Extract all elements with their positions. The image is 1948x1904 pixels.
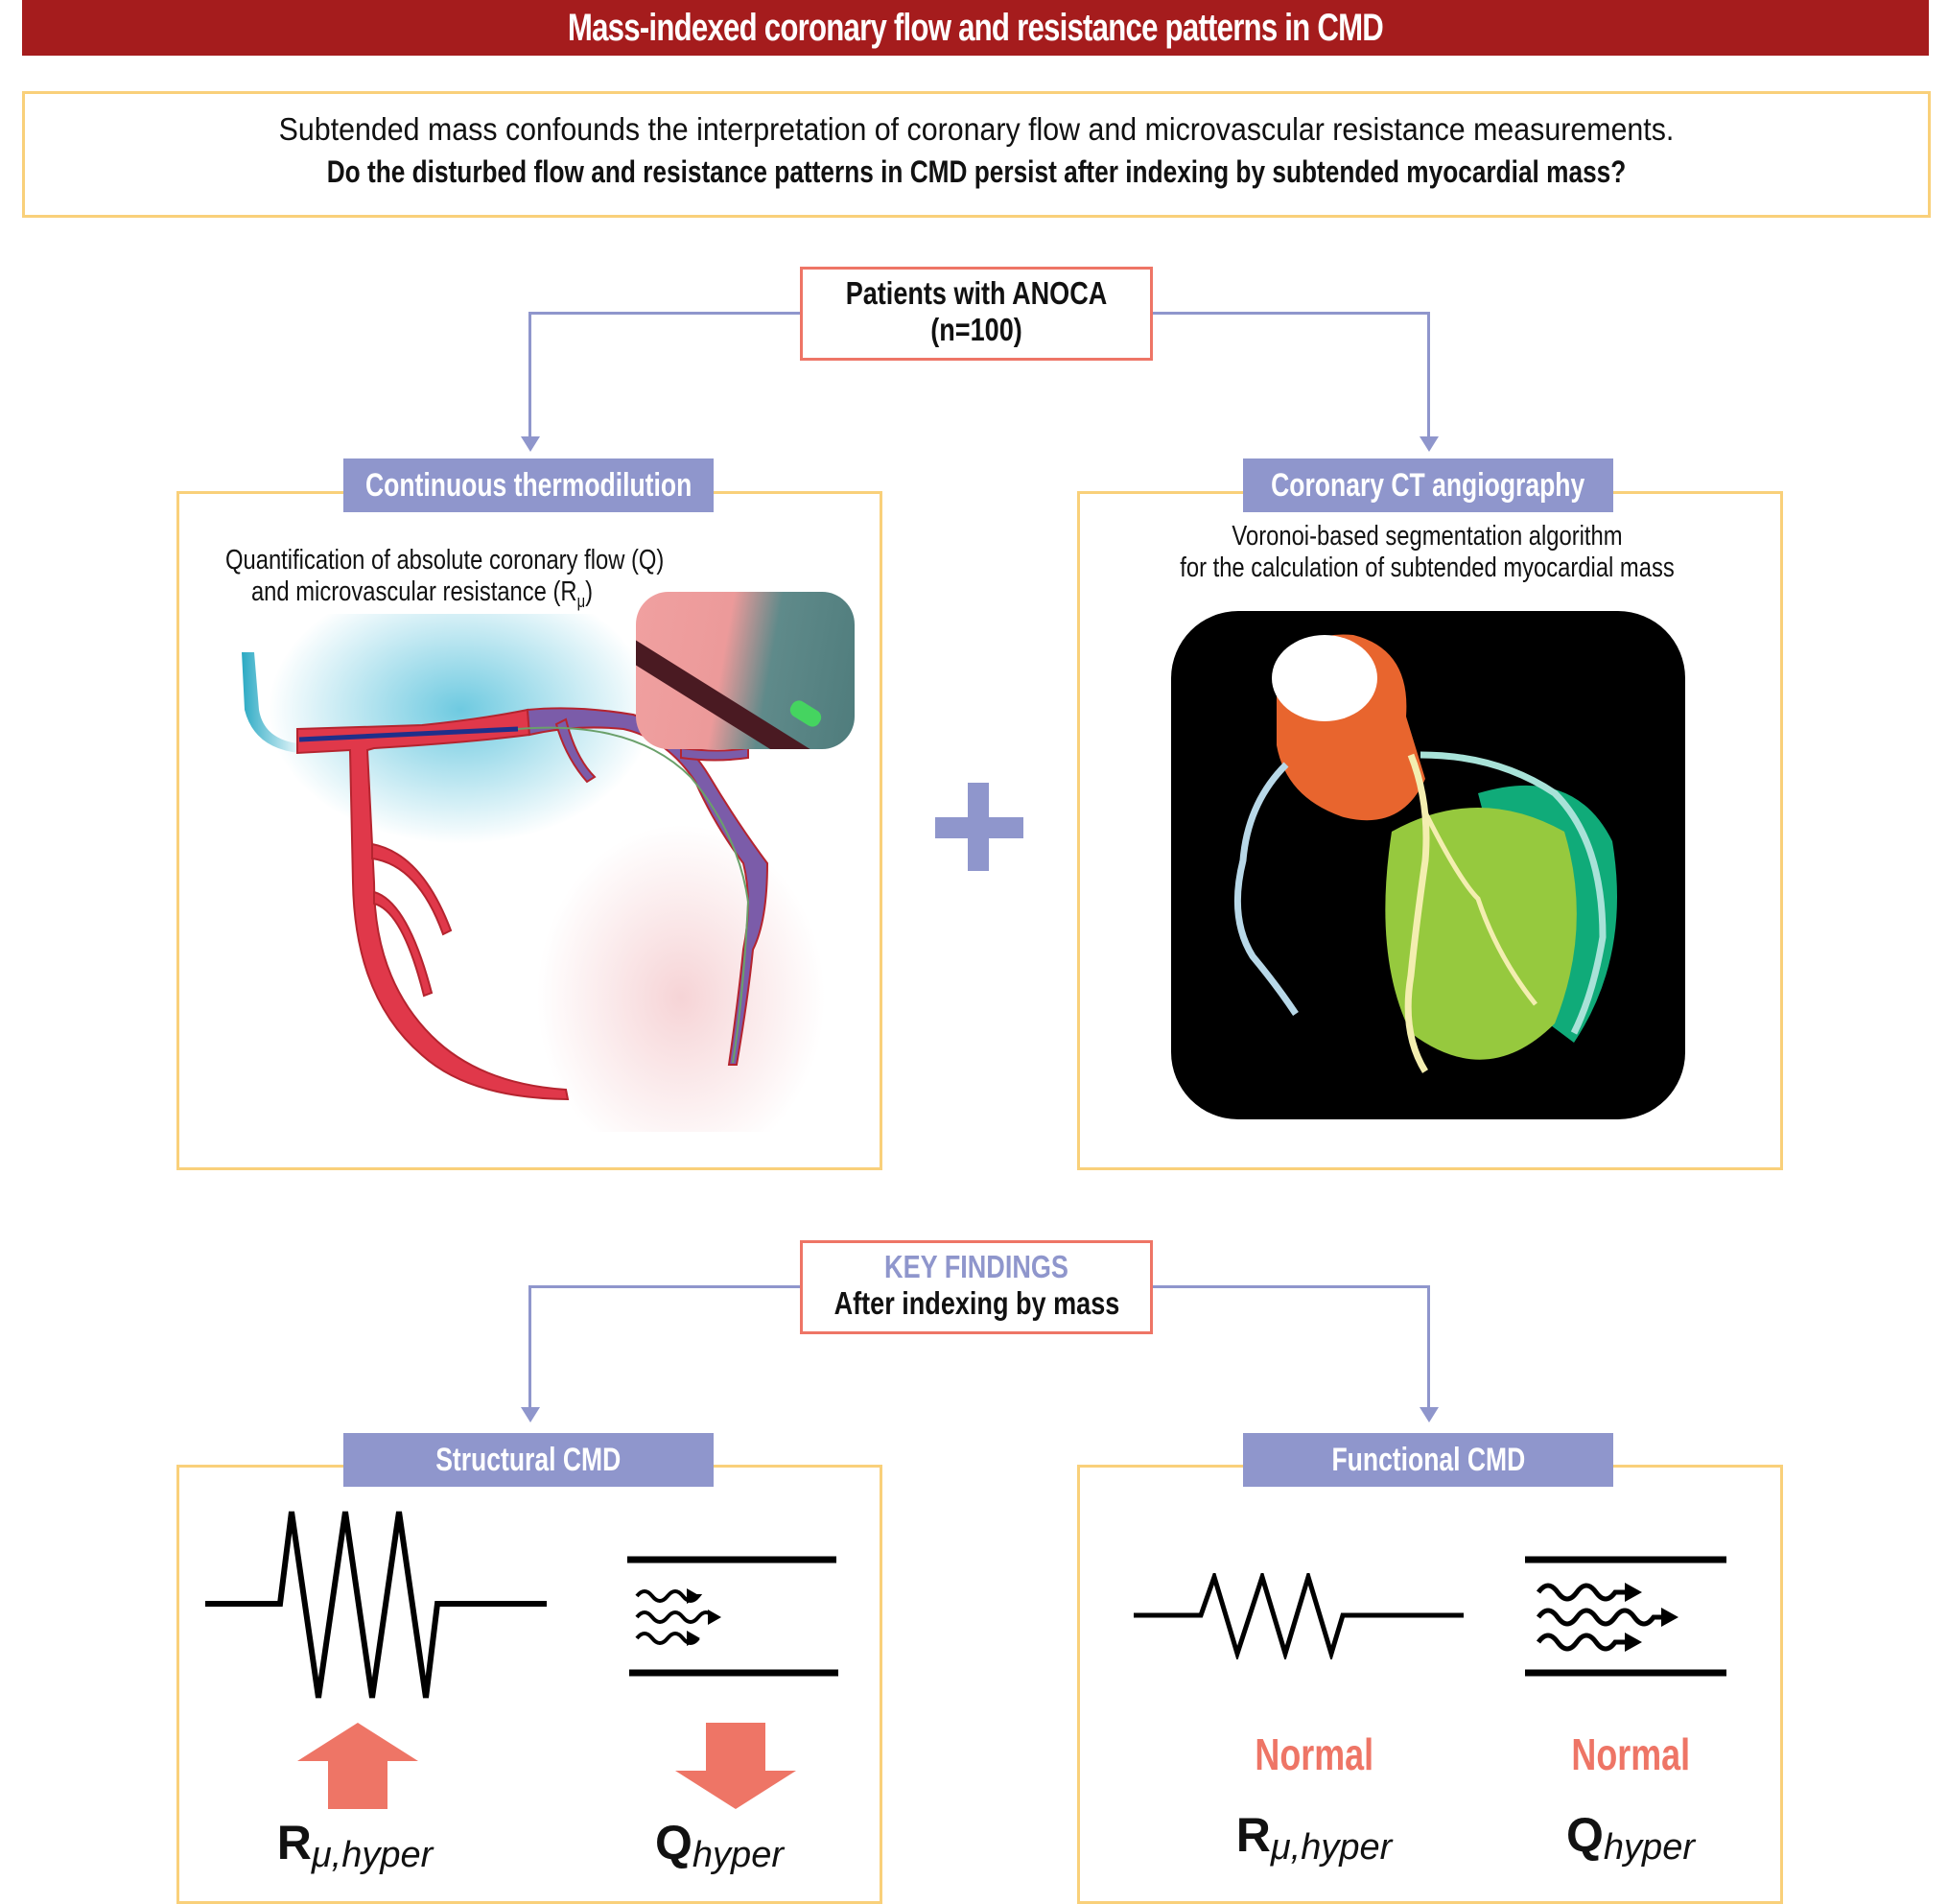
connector-top-right-v	[1427, 312, 1430, 446]
side-branch	[554, 717, 597, 784]
connector-top-right-h	[1147, 312, 1429, 315]
catheter-body	[636, 631, 834, 749]
guidewire	[298, 726, 519, 742]
resistor-high-icon	[205, 1511, 547, 1699]
side-branch	[680, 746, 749, 762]
catheter-icon	[242, 652, 299, 753]
connector-bottom-left-h	[529, 1285, 800, 1288]
population-label: Patients with ANOCA	[845, 275, 1108, 311]
connector-bottom-left-v	[528, 1285, 531, 1415]
side-branch	[371, 842, 453, 936]
param-symbol: Q	[655, 1816, 692, 1869]
param-subscript: hyper	[1603, 1827, 1695, 1868]
arrow-down-icon	[1420, 1407, 1439, 1422]
right-artery-branch	[296, 708, 570, 1101]
arrow-down-icon	[1420, 436, 1439, 452]
population-box: Patients with ANOCA (n=100)	[800, 267, 1153, 361]
tab-structural-cmd: Structural CMD	[343, 1433, 714, 1487]
functional-cmd-panel	[1077, 1465, 1783, 1904]
resistor-normal-icon	[1134, 1573, 1464, 1659]
status-text: Normal	[1571, 1729, 1690, 1779]
title-bar: Mass-indexed coronary flow and resistanc…	[22, 0, 1929, 56]
catheter-photo	[636, 592, 855, 749]
functional-resistance-label: Rμ,hyper	[1189, 1807, 1439, 1868]
key-findings-subheading: After indexing by mass	[833, 1285, 1120, 1321]
population-n: (n=100)	[930, 312, 1022, 347]
param-subscript: hyper	[692, 1835, 784, 1875]
functional-flow-status: Normal	[1515, 1728, 1746, 1780]
param-symbol: R	[1235, 1808, 1271, 1862]
param-subscript: μ,hyper	[1270, 1827, 1393, 1868]
desc-subscript: μ	[576, 591, 586, 611]
desc-line: Quantification of absolute coronary flow…	[225, 545, 665, 576]
guidewire-distal	[517, 726, 750, 1064]
tab-functional-cmd: Functional CMD	[1243, 1433, 1613, 1487]
param-symbol: Q	[1566, 1808, 1604, 1862]
desc-line: for the calculation of subtended myocard…	[1180, 552, 1675, 583]
ct-description: Voronoi-based segmentation algorithm for…	[1077, 521, 1777, 584]
rca-vessel	[1233, 762, 1299, 1016]
ct-heart-render	[1171, 611, 1685, 1119]
flow-low-icon	[627, 1556, 838, 1677]
thermodilution-description: Quantification of absolute coronary flow…	[182, 545, 665, 612]
param-symbol: R	[276, 1816, 312, 1869]
key-findings-heading: KEY FINDINGS	[884, 1249, 1068, 1284]
tab-continuous-thermodilution: Continuous thermodilution	[343, 458, 714, 512]
tab-label: Structural CMD	[435, 1441, 622, 1478]
param-subscript: μ,hyper	[311, 1835, 434, 1875]
page-title: Mass-indexed coronary flow and resistanc…	[567, 6, 1384, 49]
arrow-down-icon	[521, 436, 540, 452]
structural-resistance-label: Rμ,hyper	[230, 1815, 480, 1875]
connector-top-left-h	[529, 312, 800, 315]
arrow-down-icon	[675, 1723, 796, 1809]
structural-flow-label: Qhyper	[614, 1815, 825, 1875]
tab-label: Continuous thermodilution	[364, 466, 692, 504]
pink-glow	[537, 825, 825, 1132]
connector-bottom-right-h	[1147, 1285, 1429, 1288]
intro-box: Subtended mass confounds the interpretat…	[22, 91, 1931, 218]
tab-coronary-ct-angiography: Coronary CT angiography	[1243, 458, 1613, 512]
desc-text: and microvascular resistance (R	[250, 576, 577, 607]
functional-flow-label: Qhyper	[1525, 1807, 1736, 1868]
key-findings-box: KEY FINDINGS After indexing by mass	[800, 1240, 1153, 1334]
status-text: Normal	[1255, 1729, 1373, 1779]
coronary-artery-illustration	[242, 614, 825, 1132]
arrow-up-icon	[297, 1723, 418, 1809]
desc-line: and microvascular resistance (Rμ)	[225, 576, 619, 612]
connector-bottom-right-v	[1427, 1285, 1430, 1415]
lcx-vessel	[1420, 751, 1607, 1035]
tab-label: Coronary CT angiography	[1271, 466, 1585, 504]
aortic-lumen	[1272, 635, 1377, 721]
intro-question: Do the disturbed flow and resistance pat…	[326, 154, 1627, 189]
arrow-down-icon	[521, 1407, 540, 1422]
lad-diagonal	[1422, 811, 1537, 1006]
functional-resistance-status: Normal	[1199, 1728, 1429, 1780]
side-branch	[373, 890, 434, 998]
flow-normal-icon	[1525, 1556, 1726, 1677]
desc-text: )	[585, 576, 594, 607]
tab-label: Functional CMD	[1331, 1441, 1525, 1478]
plus-icon	[935, 783, 1023, 871]
lad-vessel	[1404, 753, 1430, 1073]
desc-line: Voronoi-based segmentation algorithm	[1232, 521, 1623, 552]
intro-statement: Subtended mass confounds the interpretat…	[278, 111, 1675, 147]
connector-top-left-v	[528, 312, 531, 446]
catheter-tip	[786, 697, 825, 730]
